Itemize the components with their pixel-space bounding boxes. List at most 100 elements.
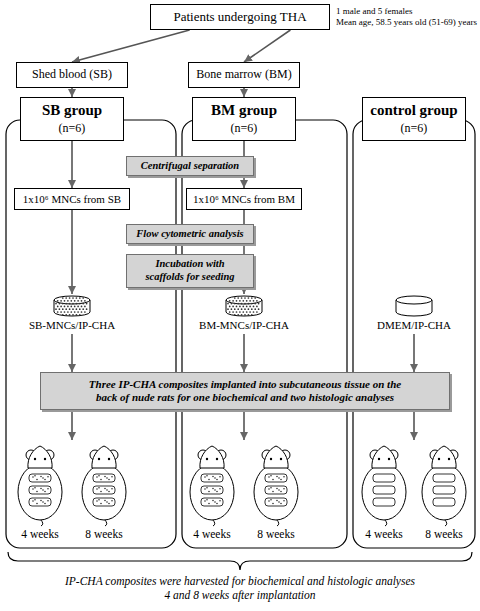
cell-dot	[81, 300, 83, 302]
cell-dot	[236, 306, 238, 308]
cell-dot	[55, 308, 57, 310]
patient-note: 1 male and 5 females	[336, 6, 412, 16]
cell-dot	[62, 314, 64, 316]
cell-dot	[82, 308, 84, 310]
cell-dot	[246, 300, 248, 302]
scaffold-top	[226, 296, 262, 304]
node-text: DMEM/IP-CHA	[377, 319, 451, 332]
cell-dot	[55, 303, 57, 305]
time-label: 4 weeks	[182, 528, 242, 540]
source-box: 1x10⁶ MNCs from SB	[14, 188, 130, 210]
cell-dot	[251, 297, 253, 299]
cell-dot	[72, 297, 74, 299]
flow-arrow	[243, 334, 245, 372]
cell-dot	[256, 311, 258, 313]
node-text: Bone marrow (BM)	[196, 68, 291, 82]
group-panel	[353, 120, 475, 548]
cell-dot	[242, 306, 244, 308]
cell-dot	[254, 308, 256, 310]
cell-dot	[249, 311, 251, 313]
cell-dot	[77, 311, 79, 313]
cell-dot	[69, 308, 71, 310]
cell-dot	[72, 308, 74, 310]
cell-dot	[81, 306, 83, 308]
cell-dot	[59, 308, 61, 310]
cell-dot	[62, 297, 64, 299]
cell-dot	[254, 297, 256, 299]
scaffold-composite: BM-MNCs/IP-CHA	[189, 294, 299, 334]
cell-dot	[79, 314, 81, 316]
cell-dot	[253, 300, 255, 302]
cell-dot	[248, 314, 250, 316]
cell-dot	[251, 314, 253, 316]
cell-dot	[239, 306, 241, 308]
cell-dot	[65, 303, 67, 305]
time-label: 8 weeks	[74, 528, 134, 540]
rat-with-implants	[190, 446, 234, 526]
cell-dot	[62, 303, 64, 305]
rat-with-implants	[82, 446, 126, 526]
cell-dot	[74, 300, 76, 302]
cell-dot	[239, 311, 241, 313]
scaffold-top	[396, 296, 432, 304]
flow-arrow	[413, 334, 415, 372]
scaffold-composite: SB-MNCs/IP-CHA	[17, 294, 127, 334]
cell-dot	[76, 297, 78, 299]
cell-dot	[76, 314, 78, 316]
node-text: SB-MNCs/IP-CHA	[29, 319, 115, 332]
implant-arrows	[72, 410, 414, 440]
cell-dot	[249, 300, 251, 302]
cell-dot	[65, 308, 67, 310]
node-text: Shed blood (SB)	[32, 68, 112, 82]
node-text: Flow cytometric analysis	[136, 228, 243, 241]
scaffold-composite: DMEM/IP-CHA	[359, 294, 469, 334]
cell-dot	[237, 314, 239, 316]
cell-dot	[69, 314, 71, 316]
cell-dot	[60, 306, 62, 308]
cell-dot	[231, 308, 233, 310]
cell-dot	[77, 300, 79, 302]
cell-dot	[246, 311, 248, 313]
cell-dot	[86, 308, 88, 310]
node-text: control group	[370, 102, 457, 119]
cell-dot	[74, 306, 76, 308]
cell-dot	[242, 300, 244, 302]
node-text: Centrifugal separation	[141, 160, 239, 173]
cell-dot	[70, 300, 72, 302]
cell-dot	[256, 300, 258, 302]
cell-dot	[256, 306, 258, 308]
cell-dot	[74, 311, 76, 313]
cell-dot	[231, 303, 233, 305]
group-panels	[6, 120, 475, 548]
flow-arrow	[243, 410, 245, 440]
cell-dot	[232, 311, 234, 313]
cell-dot	[241, 314, 243, 316]
cell-dot	[62, 308, 64, 310]
node-text: Three IP-CHA composites implanted into s…	[44, 378, 446, 404]
scaffold-icon	[394, 294, 434, 318]
cell-dot	[239, 300, 241, 302]
cell-dot	[234, 308, 236, 310]
flow-arrow	[71, 141, 73, 188]
flow-arrow	[413, 410, 415, 440]
cell-dot	[65, 314, 67, 316]
cell-dot	[79, 303, 81, 305]
cell-dot	[244, 303, 246, 305]
cell-dot	[70, 306, 72, 308]
cell-dot	[81, 311, 83, 313]
cell-dot	[76, 303, 78, 305]
node-text: Incubation with scaffolds for seeding	[130, 258, 250, 283]
cell-dot	[248, 297, 250, 299]
cell-dot	[232, 306, 234, 308]
cell-dot	[232, 300, 234, 302]
time-label: 4 weeks	[354, 528, 414, 540]
cell-dot	[60, 311, 62, 313]
cell-dot	[234, 297, 236, 299]
cell-dot	[234, 303, 236, 305]
cell-dot	[64, 311, 66, 313]
scaffold-icon	[224, 294, 264, 318]
cell-dot	[72, 314, 74, 316]
cell-dot	[241, 308, 243, 310]
cell-dot	[60, 300, 62, 302]
